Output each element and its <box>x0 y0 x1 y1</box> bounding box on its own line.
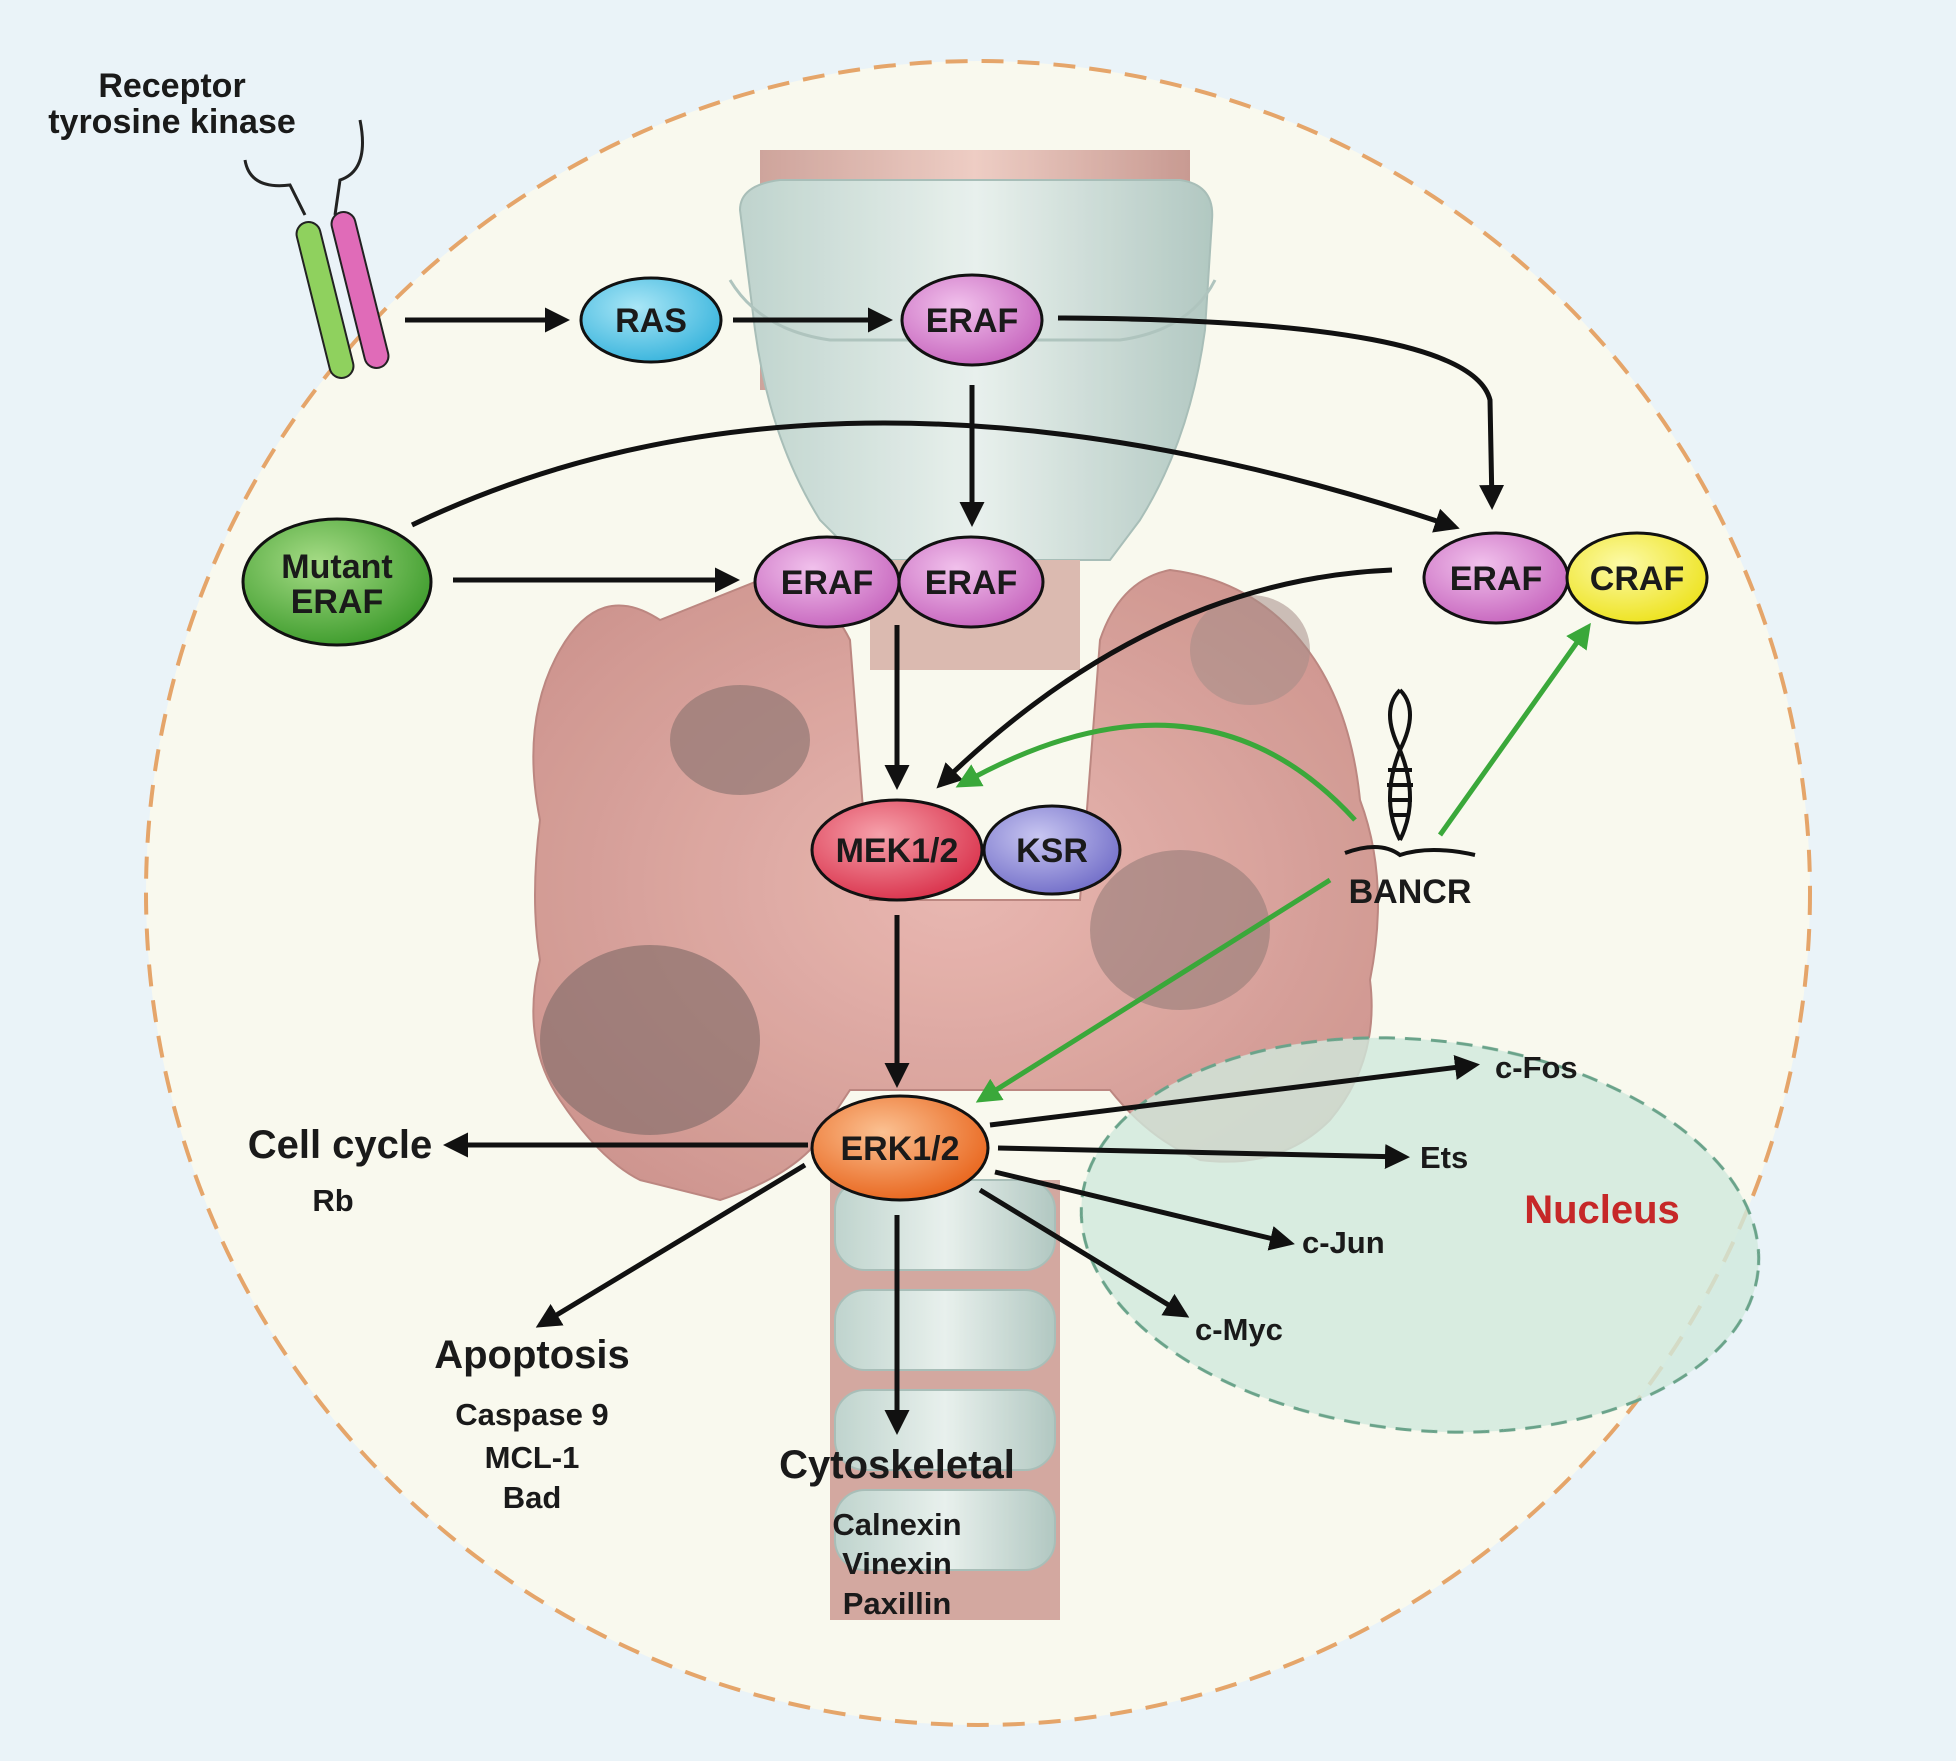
apoptosis-item-bad: Bad <box>503 1480 562 1515</box>
receptor-label-line1: Receptor <box>98 67 245 105</box>
arrow-mutant-to-eraf-right <box>410 420 1460 533</box>
cytoskeletal-title: Cytoskeletal <box>779 1443 1015 1487</box>
mutant-eraf-node[interactable]: Mutant ERAF <box>241 517 433 647</box>
cytoskeletal-item-calnexin: Calnexin <box>832 1507 961 1542</box>
cell-cycle-item-rb: Rb <box>312 1183 353 1218</box>
receptor-label-line2: tyrosine kinase <box>48 103 296 141</box>
ras-label: RAS <box>615 302 687 340</box>
mutant-eraf-label-line2: ERAF <box>291 583 384 621</box>
nucleus <box>1079 1036 1761 1434</box>
erk-label: ERK1/2 <box>840 1130 959 1168</box>
craf-label: CRAF <box>1590 560 1684 598</box>
target-cjun: c-Jun <box>1302 1225 1385 1260</box>
bancr-label: BANCR <box>1349 873 1472 911</box>
arrow-erk-to-cjun <box>994 1169 1295 1251</box>
eraf-node-top[interactable]: ERAF <box>900 273 1044 367</box>
apoptosis-title: Apoptosis <box>434 1333 630 1377</box>
eraf-dimer-left-label: ERAF <box>781 564 874 602</box>
nucleus-label: Nucleus <box>1524 1188 1680 1232</box>
arrow-erk-to-ets <box>997 1144 1410 1170</box>
ksr-label: KSR <box>1016 832 1088 870</box>
receptor-tyrosine-kinase <box>243 119 390 379</box>
apoptosis-item-mcl1: MCL-1 <box>485 1440 580 1475</box>
erk-node[interactable]: ERK1/2 <box>810 1094 990 1202</box>
target-cfos: c-Fos <box>1495 1050 1578 1085</box>
bancr-dna-icon <box>1344 688 1476 858</box>
cytoskeletal-item-vinexin: Vinexin <box>842 1546 952 1581</box>
eraf-craf-dimer[interactable]: ERAF CRAF <box>1422 531 1709 625</box>
apoptosis-item-caspase9: Caspase 9 <box>455 1397 608 1432</box>
mutant-eraf-label-line1: Mutant <box>281 548 392 586</box>
target-cmyc: c-Myc <box>1195 1312 1283 1347</box>
arrow-bancr-to-craf <box>1437 622 1591 837</box>
eraf-right-label: ERAF <box>1450 560 1543 598</box>
target-ets: Ets <box>1420 1140 1468 1175</box>
eraf-dimer-right-label: ERAF <box>925 564 1018 602</box>
eraf-top-label: ERAF <box>926 302 1019 340</box>
arrow-bancr-to-erk <box>975 877 1332 1103</box>
green-arrows <box>955 622 1591 1103</box>
cell-cycle-title: Cell cycle <box>248 1123 433 1167</box>
arrow-erk-to-cmyc <box>978 1187 1190 1318</box>
cytoskeletal-item-paxillin: Paxillin <box>843 1586 952 1621</box>
arrow-eraf-right-to-mek <box>936 567 1393 789</box>
black-arrows <box>405 307 1505 1435</box>
eraf-dimer[interactable]: ERAF ERAF <box>753 535 1045 629</box>
ras-node[interactable]: RAS <box>579 276 723 364</box>
arrow-eraf-to-eraf-right <box>1057 315 1505 510</box>
mek-label: MEK1/2 <box>836 832 959 870</box>
arrow-bancr-to-mek <box>955 722 1357 822</box>
mek-ksr-complex[interactable]: MEK1/2 KSR <box>810 798 1122 902</box>
arrow-erk-to-apoptosis <box>535 1162 807 1328</box>
arrow-erk-to-cfos <box>989 1055 1480 1128</box>
